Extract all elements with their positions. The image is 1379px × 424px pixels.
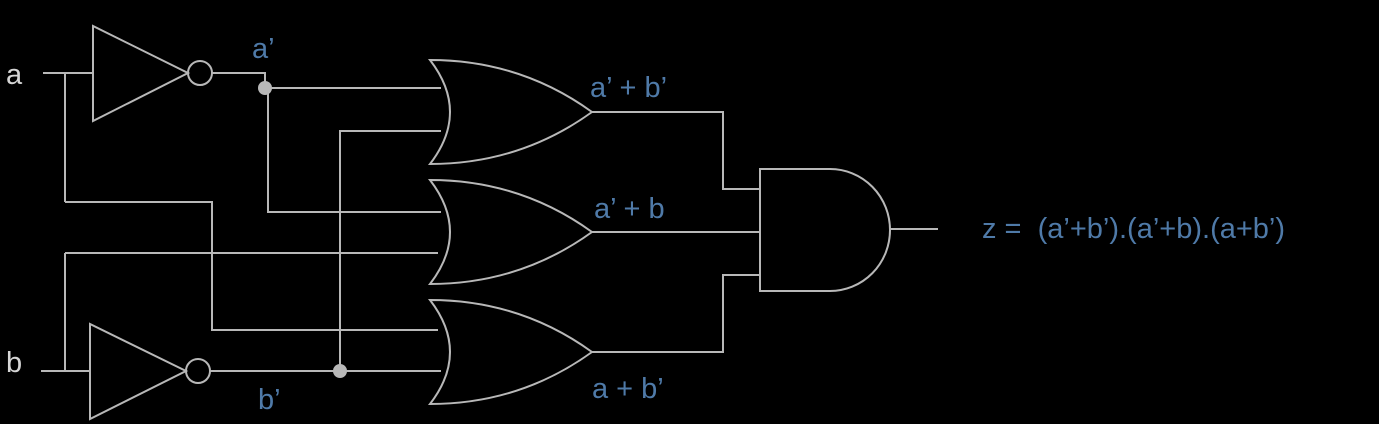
wires xyxy=(41,72,938,372)
not-gate-a xyxy=(92,24,213,123)
wire-a-not-to-or2 xyxy=(267,88,441,213)
wire-a-to-or3 xyxy=(65,201,438,331)
wire-or1-to-and xyxy=(592,111,760,190)
wire-or3-to-and xyxy=(592,274,760,353)
junction-dot-b-not xyxy=(333,364,347,378)
or2-output-label: a’ + b xyxy=(594,193,665,225)
wire-b-not-to-or1 xyxy=(339,130,441,371)
or-gate-2 xyxy=(427,178,594,286)
output-expression: z = (a’+b’).(a’+b).(a+b’) xyxy=(982,213,1285,245)
not-gate-b xyxy=(89,322,211,421)
or-gate-1 xyxy=(427,58,594,166)
input-label-a: a xyxy=(6,59,23,91)
input-label-b: b xyxy=(6,347,22,379)
or-gate-3 xyxy=(427,298,594,406)
or3-output-label: a + b’ xyxy=(592,373,664,405)
signal-label-b-not: b’ xyxy=(258,384,281,416)
or1-output-label: a’ + b’ xyxy=(590,72,667,104)
wire-a-not-out xyxy=(212,72,266,88)
junction-dot-a-not xyxy=(258,81,272,95)
signal-label-a-not: a’ xyxy=(252,33,275,65)
and-gate xyxy=(759,168,891,292)
